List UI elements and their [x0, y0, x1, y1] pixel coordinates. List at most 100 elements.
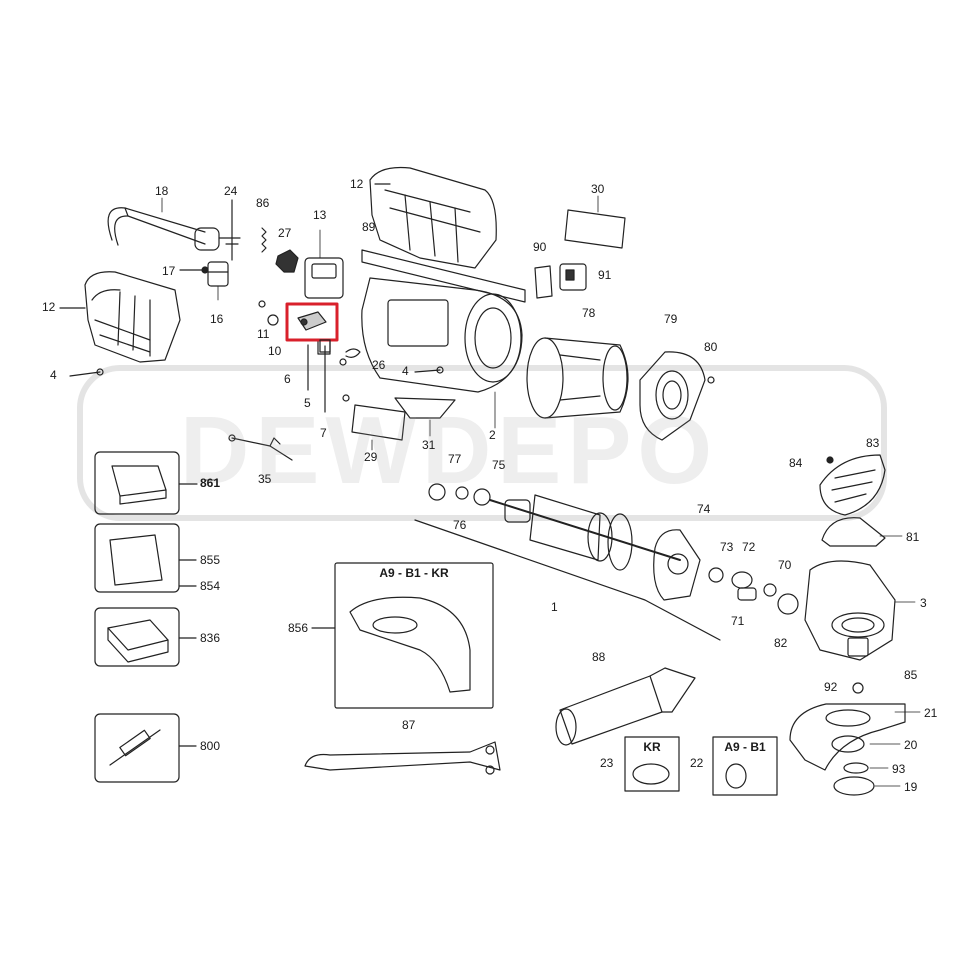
part-31-label — [394, 397, 456, 419]
part-83-gear-cover — [819, 454, 886, 516]
part-19-outer-flange — [833, 776, 875, 796]
part-91-brush-holder — [559, 263, 587, 291]
part-3-gear-case — [804, 560, 896, 661]
part-74-baffle — [653, 529, 701, 601]
callout-12-left: 12 — [42, 300, 56, 314]
kit-855-854-bag — [94, 523, 180, 593]
part-93-spacer — [843, 762, 869, 774]
part-6-brush — [297, 311, 327, 331]
part-86-spring — [261, 227, 267, 253]
callout-861: 861 — [200, 476, 221, 490]
callout-73: 73 — [720, 540, 734, 554]
part-84-screw — [826, 456, 834, 464]
callout-35: 35 — [258, 472, 272, 486]
part-77-bearing — [428, 483, 446, 501]
callout-75: 75 — [492, 458, 506, 472]
callout-800: 800 — [200, 739, 221, 753]
callout-26: 26 — [372, 358, 386, 372]
part-35-lead — [228, 434, 293, 461]
part-21-guard — [789, 703, 906, 771]
callout-76: 76 — [453, 518, 467, 532]
callout-16: 16 — [210, 312, 224, 326]
kit-861-carry-case — [94, 451, 180, 515]
part-71-pinion — [737, 587, 757, 601]
callout-19: 19 — [904, 780, 918, 794]
callout-78: 78 — [582, 306, 596, 320]
part-7-bracket — [319, 339, 331, 413]
part-92-washer — [852, 682, 864, 694]
a9-b1-box-title: A9 - B1 — [724, 740, 766, 754]
part-75-washer — [473, 488, 491, 506]
callout-77: 77 — [448, 452, 462, 466]
part-72-spacer — [731, 571, 753, 589]
part-76-ring — [455, 486, 469, 500]
box-a9-b1 — [712, 736, 778, 796]
part-13-switch — [304, 229, 344, 355]
watermark-frame — [77, 365, 887, 521]
callout-23: 23 — [600, 756, 614, 770]
callout-71: 71 — [731, 614, 745, 628]
part-2-motor-housing — [361, 277, 523, 429]
callout-1: 1 — [551, 600, 558, 614]
part-89-strip — [361, 249, 526, 303]
callout-855: 855 — [200, 553, 221, 567]
callout-3: 3 — [920, 596, 927, 610]
part-12-top-cover — [369, 166, 497, 269]
part-20-inner-flange — [831, 735, 865, 753]
callout-81: 81 — [906, 530, 920, 544]
callout-82: 82 — [774, 636, 788, 650]
part-26-clip — [345, 348, 361, 358]
callout-24: 24 — [224, 184, 238, 198]
callout-88: 88 — [592, 650, 606, 664]
part-90-clip — [534, 265, 553, 299]
part-4-screw-mid — [414, 366, 444, 374]
callout-7: 7 — [320, 426, 327, 440]
callout-27: 27 — [278, 226, 292, 240]
callout-6: 6 — [284, 372, 291, 386]
part-12-rear-housing — [84, 271, 181, 363]
callout-17: 17 — [162, 264, 176, 278]
part-87-spanner — [304, 741, 501, 775]
callout-89: 89 — [362, 220, 376, 234]
part-81-gasket — [821, 517, 886, 547]
part-10-washer — [267, 314, 279, 326]
kit-800-accessory — [94, 713, 180, 783]
callout-29: 29 — [364, 450, 378, 464]
part-16-clamp — [207, 261, 229, 301]
callout-83: 83 — [866, 436, 880, 450]
kr-box-title: KR — [643, 740, 661, 754]
part-17-screw — [179, 266, 209, 274]
callout-30: 30 — [591, 182, 605, 196]
callout-4-left: 4 — [50, 368, 57, 382]
callout-10: 10 — [268, 344, 282, 358]
callout-5: 5 — [304, 396, 311, 410]
callout-856: 856 — [288, 621, 309, 635]
callout-92: 92 — [824, 680, 838, 694]
callout-18: 18 — [155, 184, 169, 198]
callout-31: 31 — [422, 438, 436, 452]
callout-2: 2 — [489, 428, 496, 442]
callout-90: 90 — [533, 240, 547, 254]
callout-86: 86 — [256, 196, 270, 210]
part-4-screw-left — [69, 368, 104, 377]
part-30-label — [564, 209, 626, 249]
kit-856-guard — [334, 562, 494, 709]
callout-79: 79 — [664, 312, 678, 326]
callout-74: 74 — [697, 502, 711, 516]
callout-11: 11 — [257, 327, 270, 341]
part-80-screw — [707, 376, 715, 384]
callout-91: 91 — [598, 268, 612, 282]
callout-854: 854 — [200, 579, 221, 593]
callout-84: 84 — [789, 456, 803, 470]
callout-72: 72 — [742, 540, 756, 554]
callout-20: 20 — [904, 738, 918, 752]
callout-4-mid: 4 — [402, 364, 409, 378]
box-kr — [624, 736, 680, 792]
callout-21: 21 — [924, 706, 938, 720]
part-82-o-ring — [777, 593, 799, 615]
part-29-label — [351, 404, 406, 441]
callout-12-top: 12 — [350, 177, 364, 191]
callout-22: 22 — [690, 756, 704, 770]
callout-80: 80 — [704, 340, 718, 354]
